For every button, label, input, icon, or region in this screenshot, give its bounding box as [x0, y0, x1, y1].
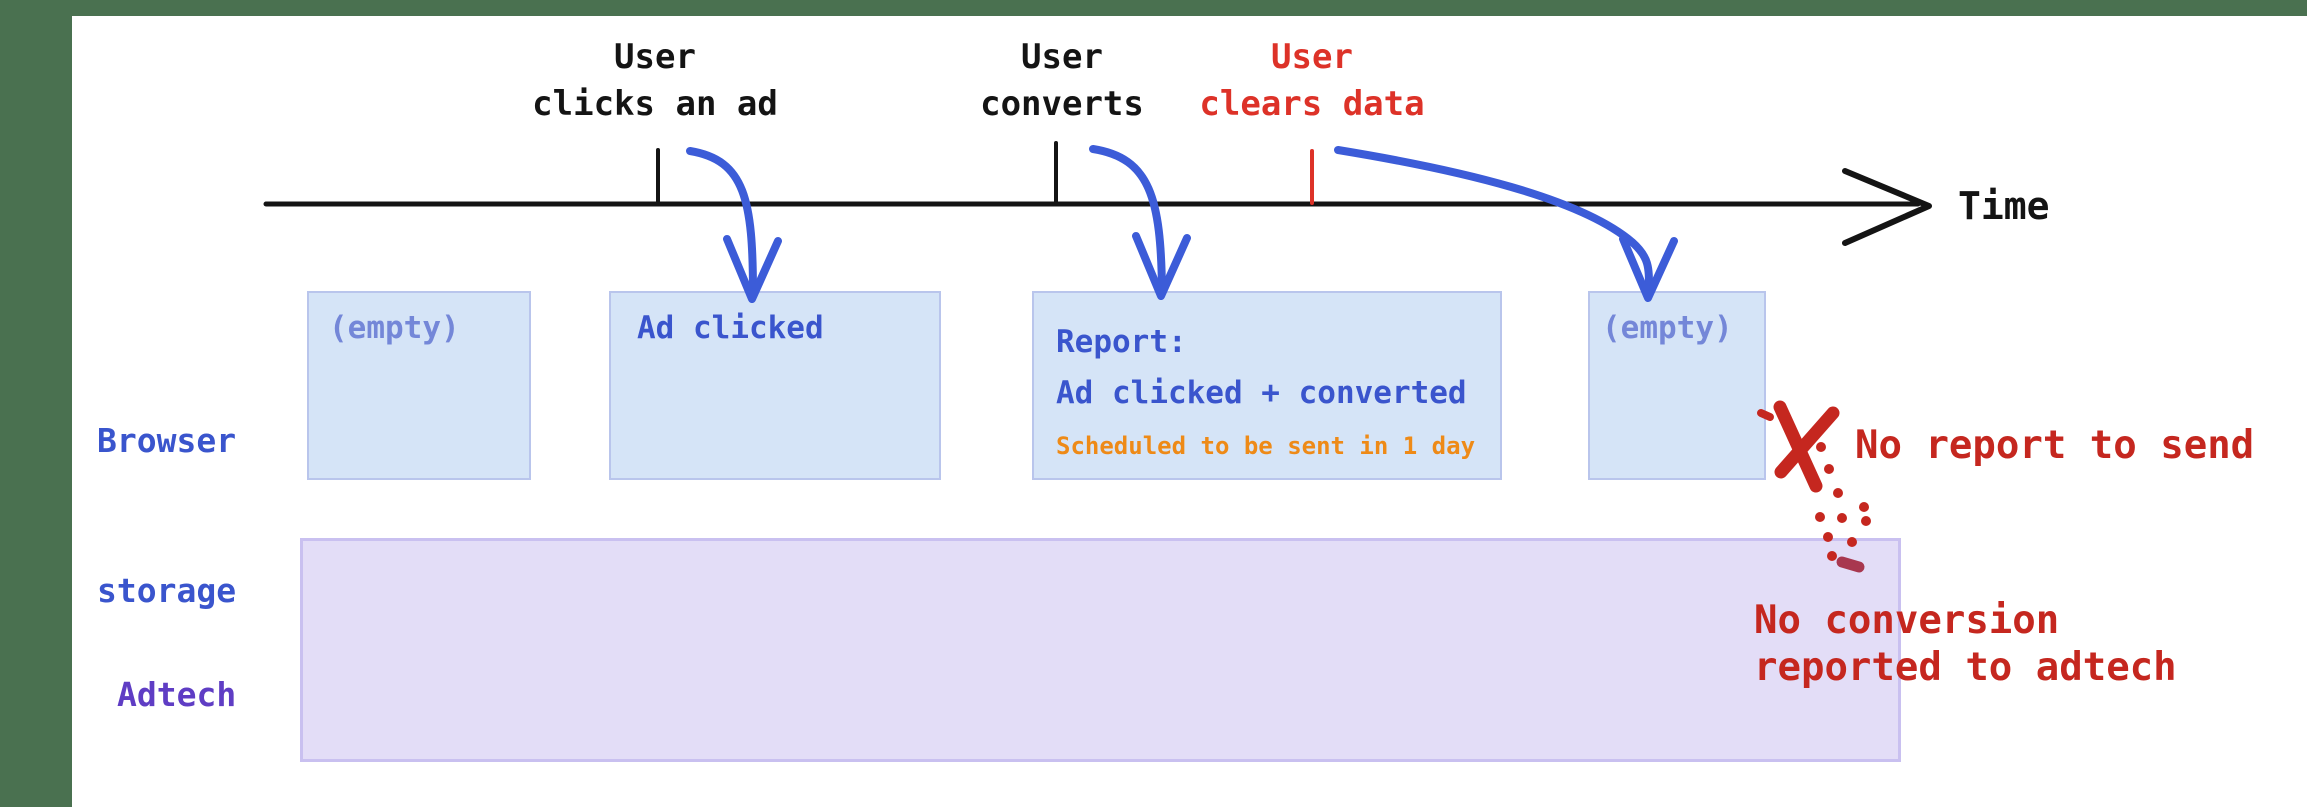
event-label-line1: User: [614, 37, 696, 77]
time-axis-label: Time: [1958, 184, 2050, 228]
storage-box-empty-1: (empty): [307, 291, 531, 480]
no-conversion-line2: reported to adtech: [1754, 645, 2177, 690]
no-report-annotation: No report to send: [1855, 423, 2255, 468]
no-conversion-annotation: No conversion reported to adtech: [1754, 597, 2177, 691]
row-label-line2: storage: [97, 571, 237, 610]
adtech-server-box: [300, 538, 1901, 762]
storage-box-ad-clicked: Ad clicked: [609, 291, 941, 480]
arrow-head-icon: [723, 235, 782, 303]
storage-box-empty-2: (empty): [1588, 291, 1766, 480]
dot: [1861, 516, 1871, 526]
event-label-converts: User converts: [980, 34, 1144, 128]
time-axis-arrowhead-icon: [1842, 168, 1932, 246]
event-label-line2: clicks an ad: [532, 84, 778, 124]
storage-box-text: (empty): [329, 310, 460, 346]
dot: [1824, 464, 1834, 474]
dot: [1837, 513, 1847, 523]
x-stroke-2: [1774, 406, 1840, 479]
x-stroke-1: [1773, 400, 1823, 493]
red-x-icon: [1757, 400, 1840, 493]
adtech-server-row-label: Adtech server: [117, 570, 236, 807]
event-label-clicks-ad: User clicks an ad: [532, 34, 778, 128]
event-label-line2: clears data: [1199, 84, 1425, 124]
storage-box-text: (empty): [1602, 310, 1733, 346]
event-label-line2: converts: [980, 84, 1144, 124]
report-detail: Ad clicked + converted: [1056, 375, 1467, 411]
arrow-convert-to-storage: [1089, 145, 1191, 300]
arrow-stem: [686, 147, 757, 298]
browser-storage-row-label: Browser storage: [97, 316, 236, 716]
dot: [1833, 488, 1843, 498]
slide-edge-left: [0, 0, 72, 807]
report-title: Report:: [1056, 324, 1187, 360]
arrow-head-icon: [1619, 235, 1678, 302]
no-conversion-line1: No conversion: [1754, 598, 2060, 643]
arrow-clear-to-storage: [1334, 146, 1678, 302]
arrow-click-to-storage: [686, 147, 782, 303]
storage-box-report: Report: Ad clicked + converted Scheduled…: [1032, 291, 1502, 480]
storage-box-text: Ad clicked: [637, 310, 824, 346]
dot: [1816, 442, 1826, 452]
dot: [1859, 502, 1869, 512]
report-schedule-note: Scheduled to be sent in 1 day: [1056, 432, 1476, 460]
arrow-head-icon: [1132, 232, 1191, 300]
event-label-line1: User: [1021, 37, 1103, 77]
event-label-line1: User: [1271, 37, 1353, 77]
arrow-stem: [1089, 145, 1166, 295]
dot: [1815, 512, 1825, 522]
row-label-line1: Adtech: [117, 675, 237, 714]
event-label-clears-data: User clears data: [1199, 34, 1424, 128]
row-label-line1: Browser: [97, 421, 237, 460]
arrow-stem: [1334, 146, 1654, 297]
slide-edge-top: [0, 0, 2307, 16]
